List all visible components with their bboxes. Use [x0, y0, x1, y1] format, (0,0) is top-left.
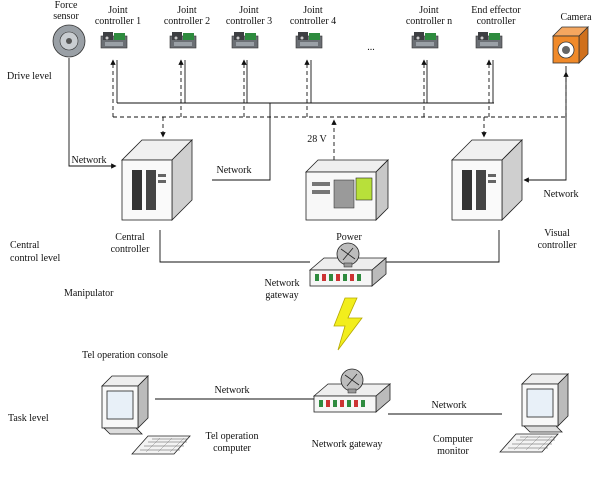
computer-monitor-label-line2: monitor: [437, 446, 469, 457]
drive-level-label: Drive level: [7, 71, 52, 82]
network-label-gateway-monitor: Network: [432, 400, 467, 411]
joint-controller-3-board-icon: [231, 31, 259, 49]
joint-controller-ellipsis: ...: [367, 42, 375, 53]
power-bus-dashed: [110, 59, 569, 160]
drive-bus-solid: [68, 58, 567, 415]
end-effector-controller-label-line2: controller: [477, 16, 517, 27]
joint-controller-4-label-line2: controller 4: [290, 16, 336, 27]
end-effector-controller-board-icon: [475, 31, 503, 49]
joint-controller-1-label-line2: controller 1: [95, 16, 141, 27]
visual-controller-label-line2: controller: [538, 240, 578, 251]
wireless-link-lightning-icon: [333, 297, 363, 351]
central-controller-label-line1: Central: [115, 232, 145, 243]
computer-monitor-label-line1: Computer: [433, 434, 474, 445]
network-label-joints-central: Network: [217, 165, 252, 176]
visual-controller-icon: [451, 139, 523, 221]
tel-operation-computer-icon: [101, 375, 149, 435]
network-label-force-central: Network: [72, 155, 107, 166]
joint-controller-n-label-line2: controller n: [406, 16, 452, 27]
task-level-label: Task level: [8, 413, 49, 424]
power-supply-icon: [305, 159, 389, 221]
force-sensor-label-line2: sensor: [53, 11, 79, 22]
end-effector-controller-label-line1: End effector: [471, 5, 521, 16]
network-label-camera-visual: Network: [544, 189, 579, 200]
power-label: Power: [336, 232, 362, 243]
computer-monitor-icon: [521, 373, 569, 433]
central-controller-icon: [121, 139, 193, 221]
manipulator-label: Manipulator: [64, 288, 114, 299]
joint-controller-4-label-line1: Joint: [303, 5, 323, 16]
tel-operation-keyboard-icon: [131, 435, 191, 455]
camera-icon: [552, 26, 589, 64]
joint-controller-4-board-icon: [295, 31, 323, 49]
joint-controller-1-label-line1: Joint: [108, 5, 128, 16]
joint-controller-3-label-line1: Joint: [239, 5, 259, 16]
camera-label: Camera: [560, 12, 592, 23]
network-gateway-top-icon: [309, 242, 387, 287]
joint-controller-2-label-line1: Joint: [177, 5, 197, 16]
central-control-level-label-line1: Central: [10, 240, 40, 251]
network-gateway-top-label-line1: Network: [265, 278, 300, 289]
network-gateway-bottom-label: Network gateway: [312, 439, 383, 450]
network-label-tel-gateway: Network: [215, 385, 250, 396]
central-controller-label-line2: controller: [111, 244, 151, 255]
power-voltage-label: 28 V: [307, 134, 327, 145]
joint-controller-2-board-icon: [169, 31, 197, 49]
tel-operation-computer-label-line2: computer: [213, 443, 251, 454]
visual-controller-label-line1: Visual: [544, 228, 570, 239]
force-sensor-label-line1: Force: [55, 0, 78, 11]
network-gateway-top-label-line2: gateway: [265, 290, 298, 301]
joint-controller-n-board-icon: [411, 31, 439, 49]
central-control-level-label-line2: control level: [10, 253, 60, 264]
joint-controller-1-board-icon: [100, 31, 128, 49]
force-sensor-icon: [52, 24, 86, 58]
network-gateway-bottom-icon: [313, 368, 391, 413]
computer-monitor-keyboard-icon: [499, 433, 559, 453]
joint-controller-2-label-line2: controller 2: [164, 16, 210, 27]
joint-controller-n-label-line1: Joint: [419, 5, 439, 16]
tel-operation-console-label: Tel operation console: [82, 350, 168, 361]
tel-operation-computer-label-line1: Tel operation: [206, 431, 259, 442]
joint-controller-3-label-line2: controller 3: [226, 16, 272, 27]
